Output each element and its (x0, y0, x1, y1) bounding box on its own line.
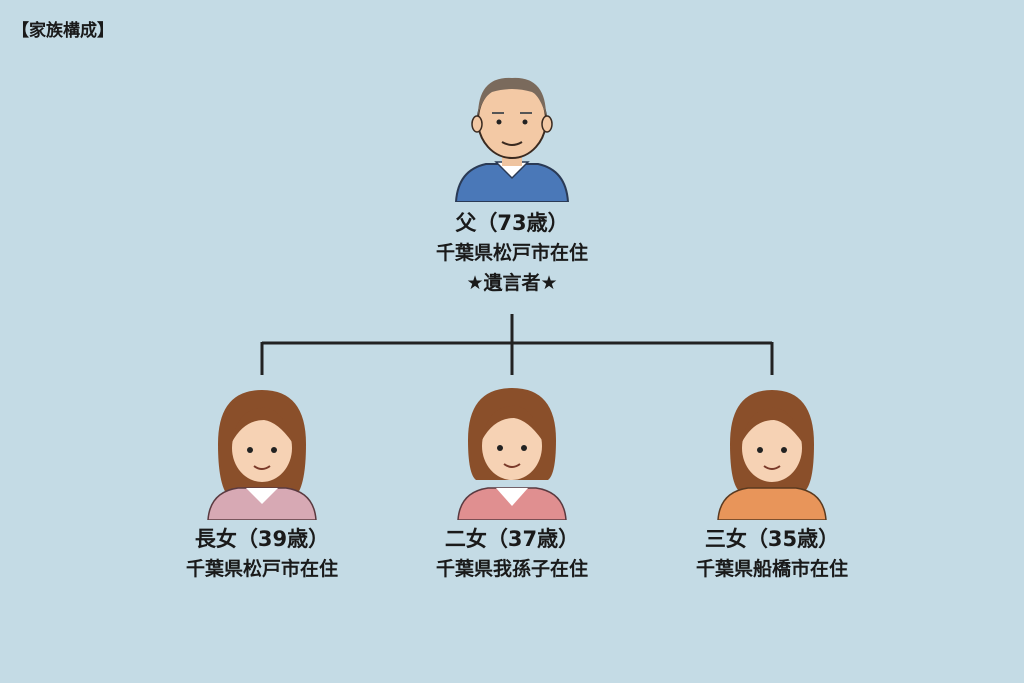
father-label: 父（73歳） 千葉県松戸市在住 ★遺言者★ (382, 208, 642, 298)
daughter-3-residence: 千葉県船橋市在住 (695, 558, 848, 580)
daughter-1-label: 長女（39歳） 千葉県松戸市在住 (132, 524, 392, 584)
daughter-2-residence: 千葉県我孫子在住 (435, 558, 588, 580)
daughter-1-avatar (207, 390, 317, 520)
father-residence: 千葉県松戸市在住 (435, 242, 588, 264)
daughter-2-name: 二女（37歳） (444, 527, 580, 551)
father-name: 父（73歳） (455, 211, 569, 235)
daughter-1-residence: 千葉県松戸市在住 (185, 558, 338, 580)
daughter-1-name: 長女（39歳） (194, 527, 330, 551)
father-note: ★遺言者★ (466, 272, 558, 294)
daughter-2-avatar (457, 388, 567, 520)
daughter-3-name: 三女（35歳） (704, 527, 840, 551)
daughter-3-label: 三女（35歳） 千葉県船橋市在住 (642, 524, 902, 584)
daughter-2-label: 二女（37歳） 千葉県我孫子在住 (382, 524, 642, 584)
diagram-title: 【家族構成】 (12, 21, 114, 41)
father-avatar (454, 77, 570, 202)
daughter-3-avatar (717, 390, 827, 520)
